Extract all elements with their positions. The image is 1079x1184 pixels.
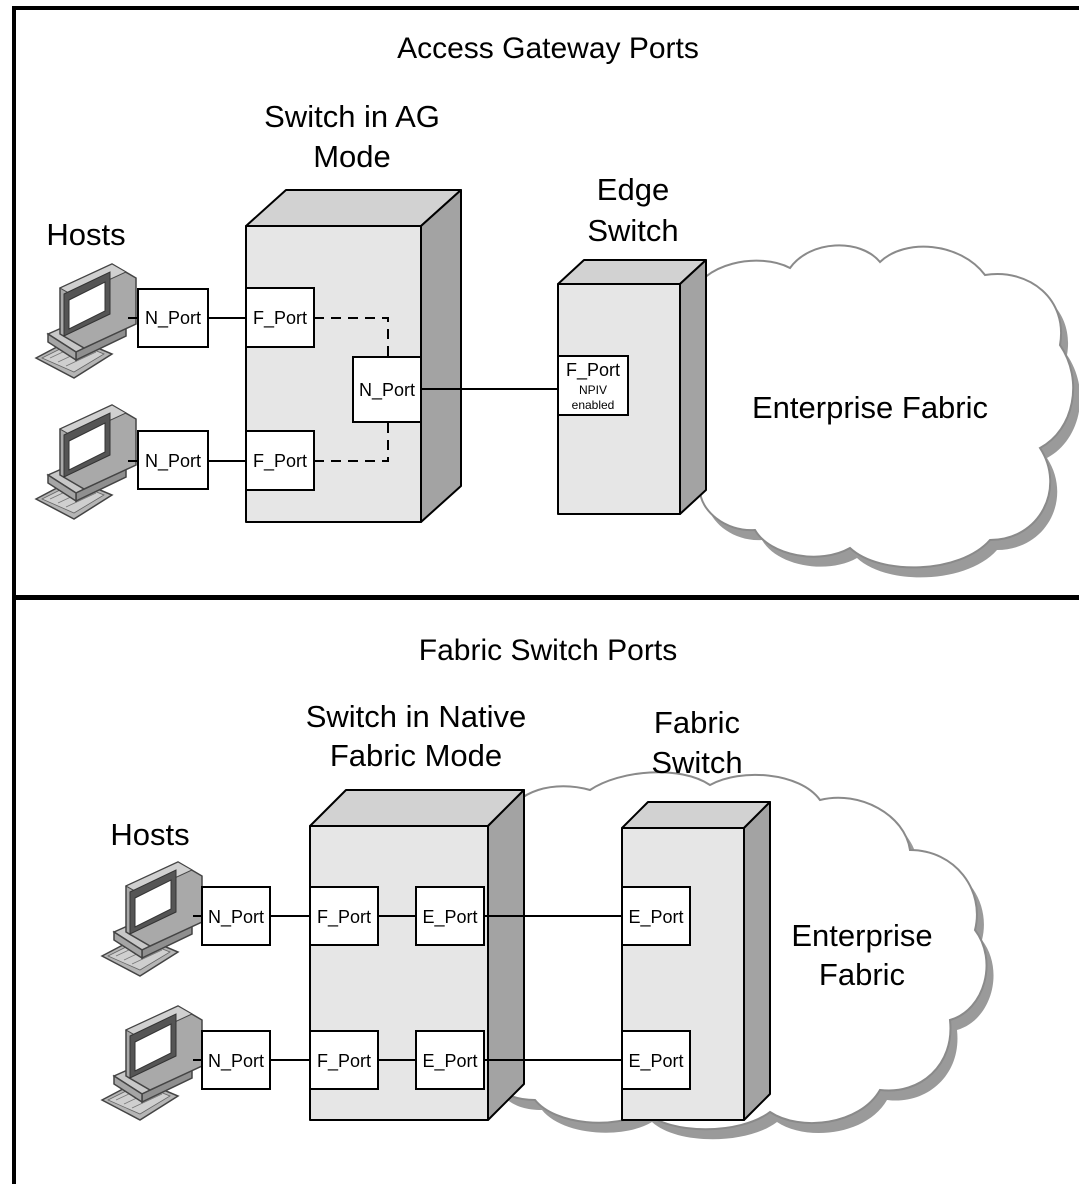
n-port-label-ag-uplink: N_Port [359, 380, 415, 401]
host-computer-top-2 [35, 404, 137, 520]
n-port-box-top-host-1 [137, 288, 209, 348]
f-port-label-edge: F_Port [566, 360, 620, 381]
hosts-label-bottom: Hosts [110, 817, 189, 852]
enterprise-fabric-label-bottom-line1: Enterprise [791, 918, 932, 953]
top-panel-title: Access Gateway Ports [397, 32, 699, 65]
links-bottom [193, 915, 622, 1061]
e-port-label-fabric-2: E_Port [628, 1051, 683, 1072]
host-computer-top-1 [35, 263, 137, 379]
f-port-box-ag-1 [245, 287, 315, 348]
native-switch-label-line1: Switch in Native [306, 699, 527, 734]
e-port-label-fabric-1: E_Port [628, 907, 683, 928]
e-port-label-native-1: E_Port [422, 907, 477, 928]
e-port-box-fabric-2 [621, 1030, 691, 1090]
n-port-box-bottom-host-1 [201, 886, 271, 946]
bottom-panel-title: Fabric Switch Ports [419, 634, 677, 667]
e-port-label-native-2: E_Port [422, 1051, 477, 1072]
host-computer-bottom-1 [101, 861, 203, 977]
ag-switch-label-line1: Switch in AG [264, 99, 440, 134]
npiv-enabled-label-edge: enabled [572, 398, 615, 412]
native-switch-label-line2: Fabric Mode [330, 738, 502, 773]
f-port-label-ag-1: F_Port [253, 308, 307, 329]
enterprise-fabric-label-top: Enterprise Fabric [752, 390, 988, 425]
host-computer-bottom-2 [101, 1005, 203, 1121]
edge-switch-label-line2: Switch [587, 213, 678, 248]
n-port-label-top-host-2: N_Port [145, 451, 201, 472]
fabric-switch-label-line2: Switch [651, 745, 742, 780]
f-port-box-ag-2 [245, 430, 315, 491]
enterprise-fabric-label-bottom-line2: Fabric [819, 957, 905, 992]
f-port-label-native-2: F_Port [317, 1051, 371, 1072]
n-port-label-bottom-host-2: N_Port [208, 1051, 264, 1072]
n-port-label-top-host-1: N_Port [145, 308, 201, 329]
ag-switch-label-line2: Mode [313, 139, 391, 174]
links-top [128, 317, 558, 462]
edge-switch-label-line1: Edge [597, 172, 669, 207]
f-port-box-native-1 [309, 886, 379, 946]
bottom-panel-frame [12, 595, 1079, 1184]
hosts-label-top: Hosts [46, 217, 125, 252]
e-port-box-native-1 [415, 886, 485, 946]
f-port-box-edge [557, 355, 629, 416]
n-port-box-ag-uplink [352, 356, 422, 423]
n-port-box-bottom-host-2 [201, 1030, 271, 1090]
n-port-label-bottom-host-1: N_Port [208, 907, 264, 928]
f-port-box-native-2 [309, 1030, 379, 1090]
enterprise-fabric-cloud-top [688, 244, 1079, 578]
e-port-box-native-2 [415, 1030, 485, 1090]
e-port-box-fabric-1 [621, 886, 691, 946]
n-port-box-top-host-2 [137, 430, 209, 490]
f-port-label-native-1: F_Port [317, 907, 371, 928]
npiv-label-edge: NPIV [579, 383, 607, 397]
fabric-switch-label-line1: Fabric [654, 705, 740, 740]
f-port-label-ag-2: F_Port [253, 451, 307, 472]
